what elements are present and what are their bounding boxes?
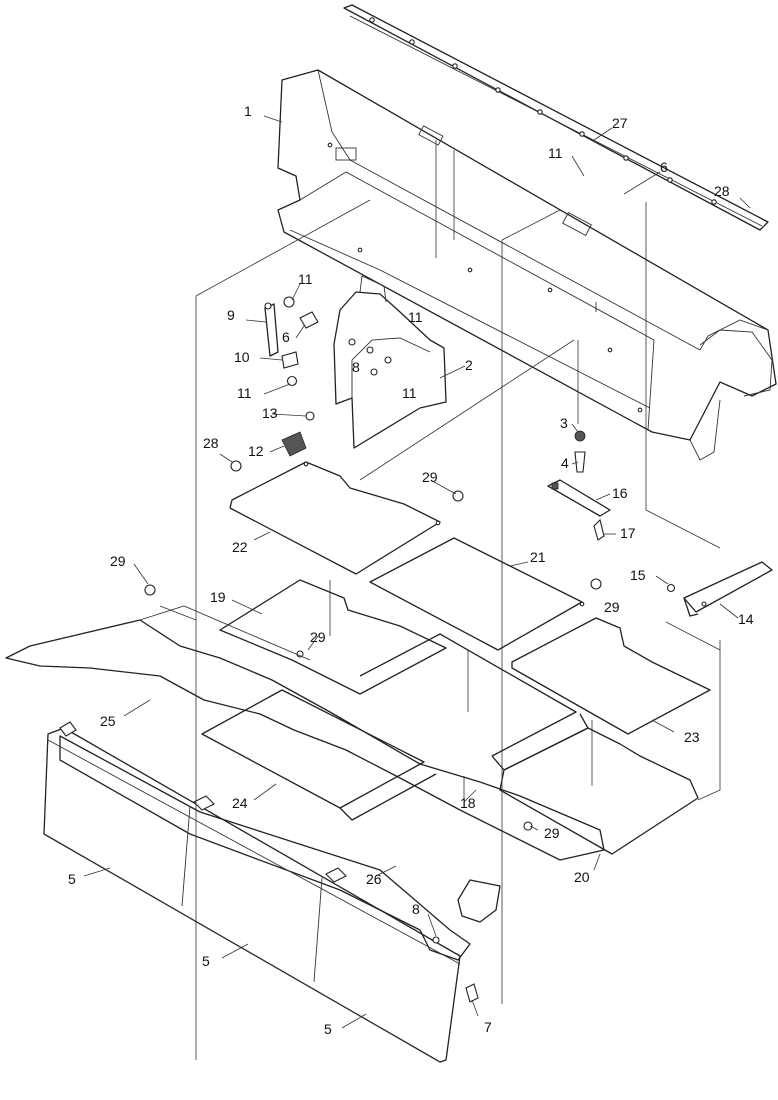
assembly-lines [159,140,721,1060]
callout-25: 25 [100,713,116,729]
part-25-lower-floor [5,605,605,861]
callout-5: 5 [68,871,76,887]
part-1-cargo-bed [277,69,777,461]
callout-21: 21 [530,549,546,565]
callout-19: 19 [210,589,226,605]
callout-labels: 1 27 11 6 28 11 9 6 11 10 8 2 11 11 13 3… [68,103,754,1037]
callout-11: 11 [237,385,252,401]
callout-26: 26 [366,871,382,887]
part-27-trim-rail [343,4,769,231]
part-24-floor-grid [201,633,589,821]
callout-12: 12 [248,443,264,459]
callout-3: 3 [560,415,568,431]
callout-15: 15 [630,567,646,583]
callout-20: 20 [574,869,590,885]
part-5-side-panels [43,584,479,1063]
part-23-floor-panel [511,578,711,735]
hardware-right-column [547,430,611,541]
part-21-floor-panel [369,490,585,651]
callout-4: 4 [561,455,569,471]
callout-24: 24 [232,795,248,811]
callout-5: 5 [202,953,210,969]
callout-18: 18 [460,795,476,811]
callout-7: 7 [484,1019,492,1035]
callout-11: 11 [402,385,417,401]
callout-23: 23 [684,729,700,745]
callout-11: 11 [298,271,313,287]
callout-13: 13 [262,405,278,421]
callout-9: 9 [227,307,235,323]
callout-29: 29 [544,825,560,841]
callout-11: 11 [408,309,423,325]
callout-8: 8 [412,901,420,917]
callout-6: 6 [282,329,290,345]
callout-27: 27 [612,115,628,131]
part-14-bracket [666,561,773,617]
callout-1: 1 [244,103,252,119]
callout-11: 11 [548,145,563,161]
callout-29: 29 [310,629,326,645]
hardware-left-cluster [230,296,319,472]
callout-8: 8 [352,359,360,375]
callout-29: 29 [422,469,438,485]
callout-16: 16 [612,485,628,501]
leader-lines [83,115,751,1029]
callout-6: 6 [660,159,668,175]
part-20-floor-panel [499,727,699,855]
callout-17: 17 [620,525,636,541]
callout-29: 29 [110,553,126,569]
callout-10: 10 [234,349,250,365]
part-26-floor-edge [59,735,533,961]
callout-22: 22 [232,539,248,555]
part-22-floor-panel [229,461,441,575]
callout-28: 28 [203,435,219,451]
callout-2: 2 [465,357,473,373]
callout-14: 14 [738,611,754,627]
callout-5: 5 [324,1021,332,1037]
part-2-bracket [333,275,447,449]
part-19-floor-panel [219,579,447,695]
callout-28: 28 [714,183,730,199]
callout-29: 29 [604,599,620,615]
